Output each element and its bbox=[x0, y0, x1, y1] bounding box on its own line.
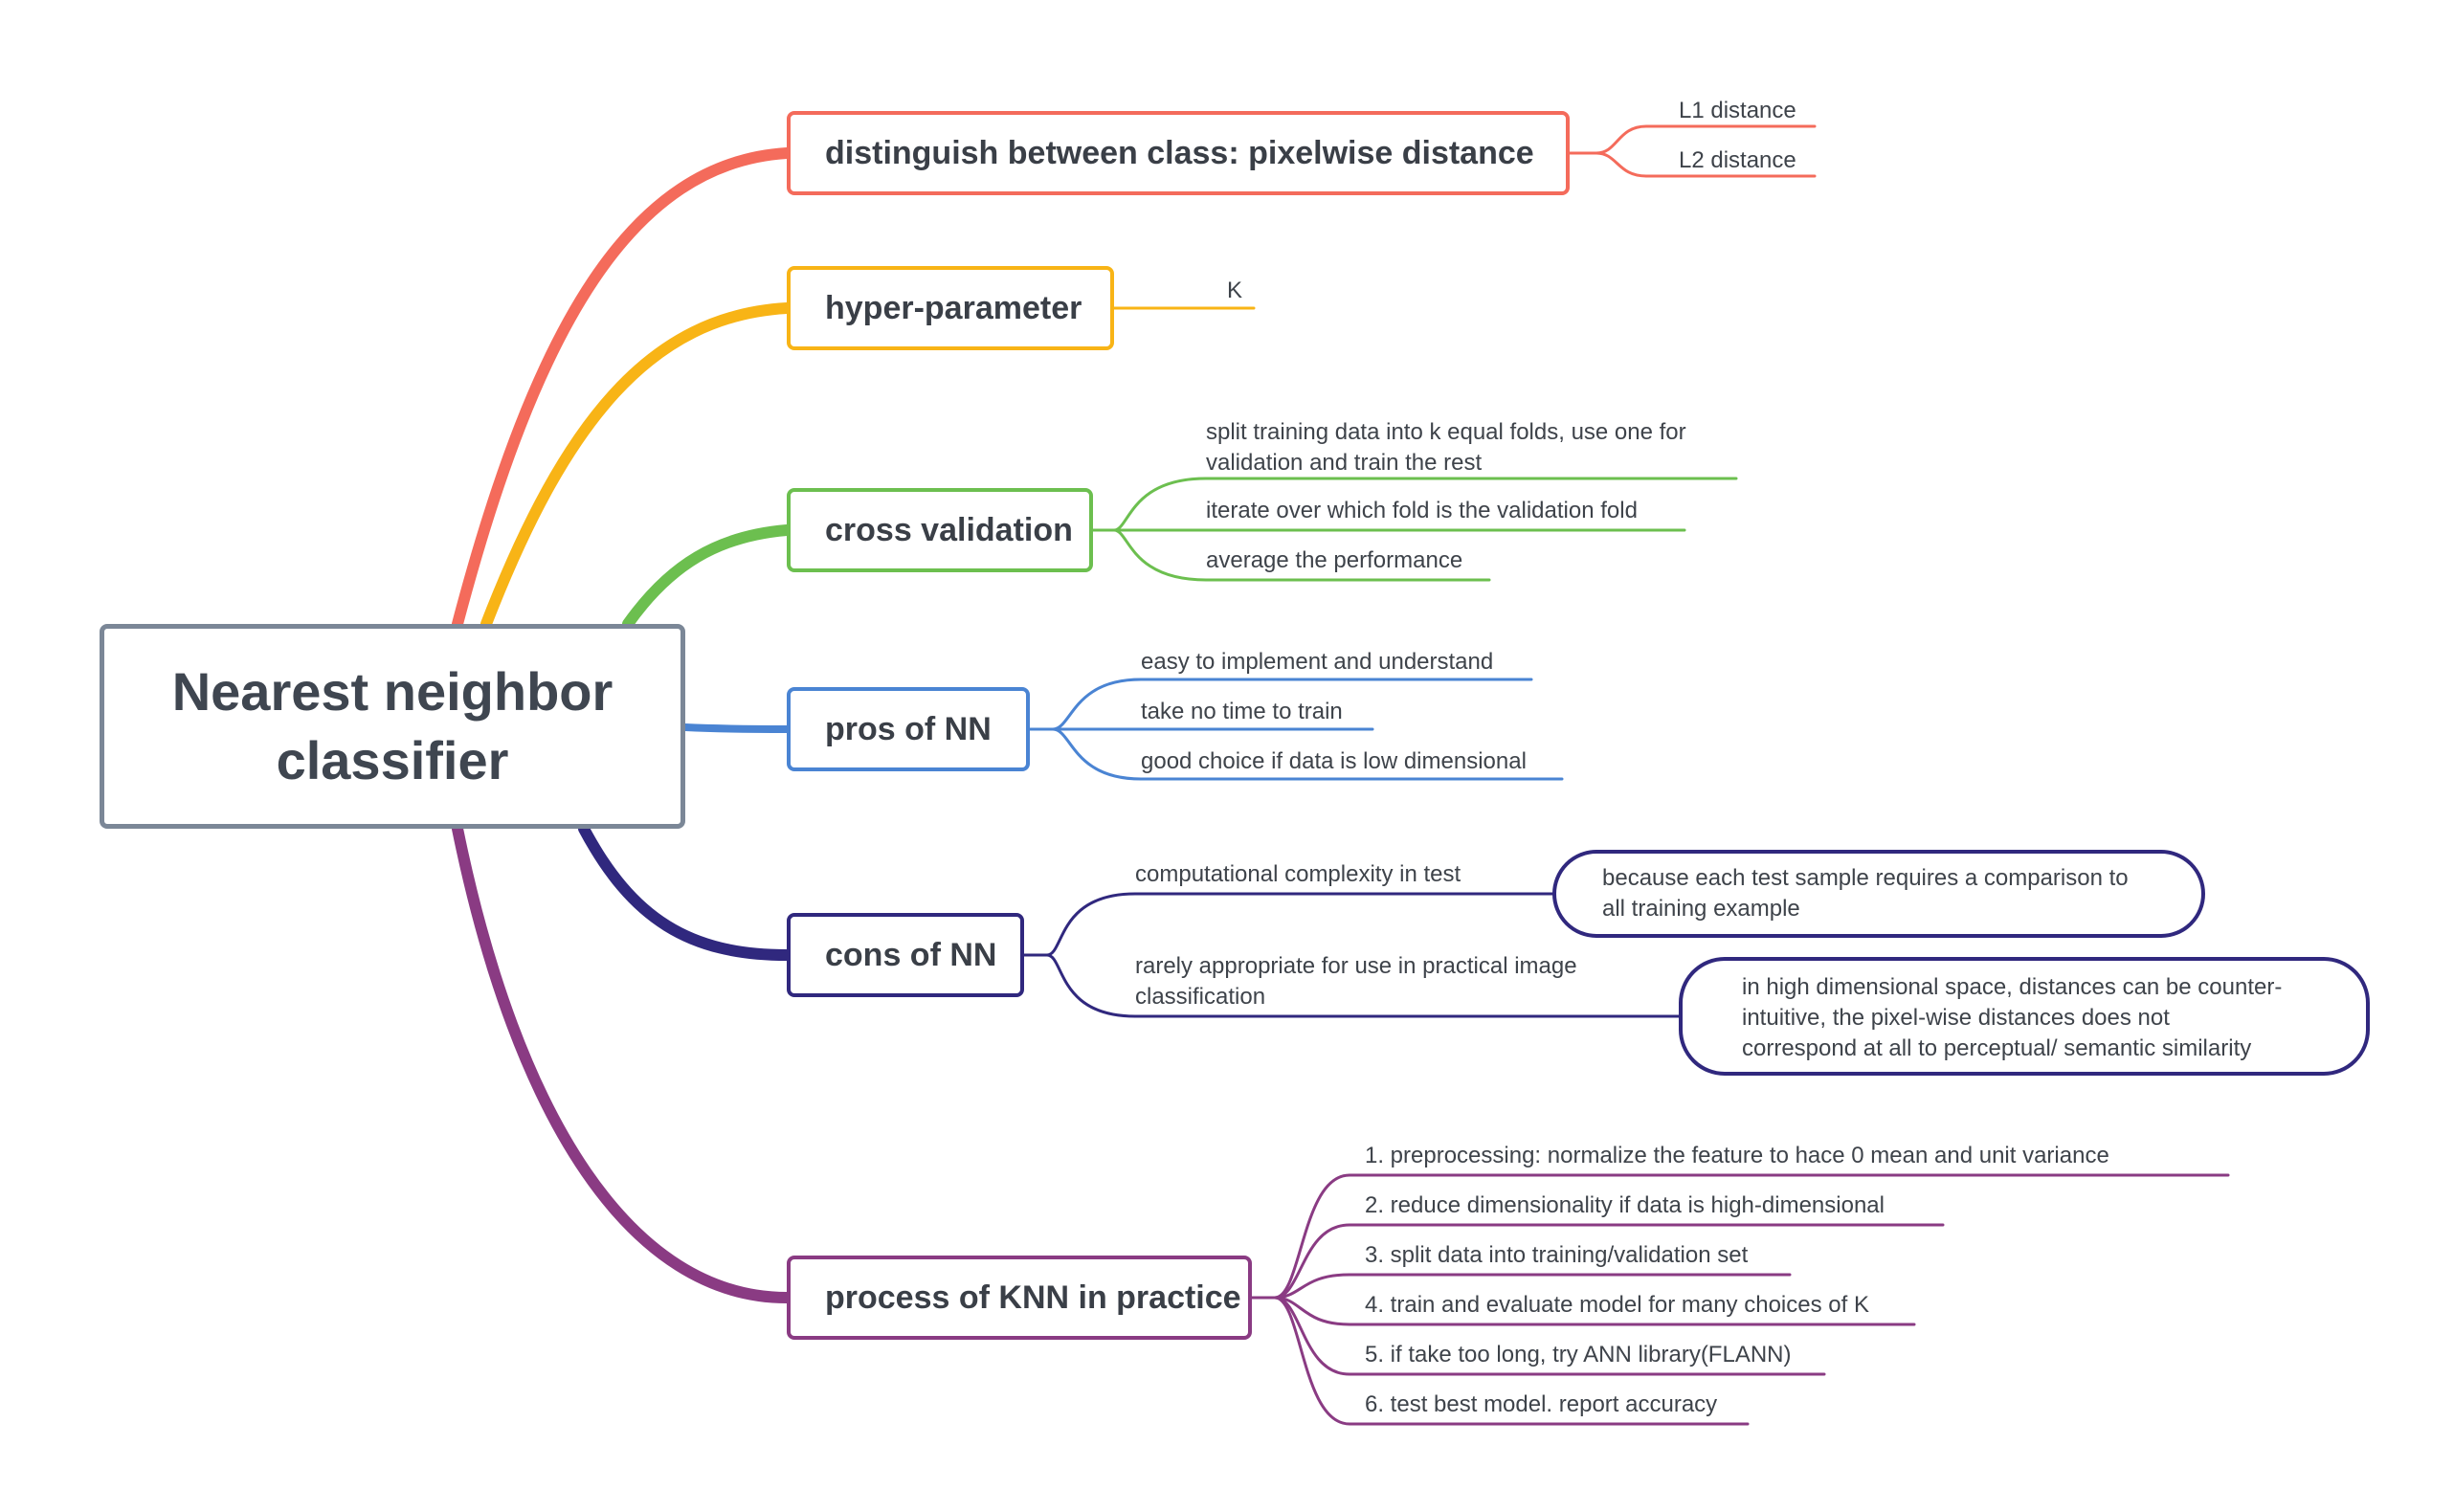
leaf-easy-to-implement[interactable]: easy to implement and understand bbox=[1141, 649, 1494, 675]
note-line: in high dimensional space, distances can… bbox=[1742, 974, 2283, 1000]
leaf-line: validation and train the rest bbox=[1206, 450, 1483, 476]
branch-label: cons of NN bbox=[825, 936, 997, 973]
note-line: correspond at all to perceptual/ semanti… bbox=[1742, 1035, 2252, 1061]
root-topic[interactable]: Nearest neighbor classifier bbox=[100, 624, 685, 829]
note-line: because each test sample requires a comp… bbox=[1602, 865, 2129, 891]
leaf-average-performance[interactable]: average the performance bbox=[1206, 547, 1463, 573]
leaf-step-5[interactable]: 5. if take too long, try ANN library(FLA… bbox=[1365, 1342, 1792, 1367]
leaf-line: split training data into k equal folds, … bbox=[1206, 419, 1686, 445]
branch-pros-of-nn[interactable]: pros of NN bbox=[787, 687, 1030, 771]
connector-leaf-average bbox=[1112, 528, 1491, 582]
leaf-low-dimensional[interactable]: good choice if data is low dimensional bbox=[1141, 748, 1527, 774]
connector-root-purple bbox=[452, 823, 792, 1303]
leaf-no-time-to-train[interactable]: take no time to train bbox=[1141, 699, 1343, 724]
root-label-line-1: Nearest neighbor bbox=[171, 661, 614, 722]
branch-label: hyper-parameter bbox=[825, 289, 1082, 326]
branch-distinguish-between-class[interactable]: distinguish between class: pixelwise dis… bbox=[787, 111, 1570, 195]
connector-root-red bbox=[452, 147, 792, 630]
connector-leaf-complexity bbox=[1022, 892, 1554, 957]
leaf-step-1[interactable]: 1. preprocessing: normalize the feature … bbox=[1365, 1143, 2109, 1168]
leaf-step-4[interactable]: 4. train and evaluate model for many cho… bbox=[1365, 1292, 1869, 1318]
branch-hyper-parameter[interactable]: hyper-parameter bbox=[787, 266, 1114, 350]
connector-root-green bbox=[622, 524, 792, 630]
connector-leaf-rarely bbox=[1045, 953, 1681, 1018]
branch-label: distinguish between class: pixelwise dis… bbox=[825, 134, 1534, 171]
connector-leaf-lowdim bbox=[1051, 727, 1564, 781]
branch-cross-validation[interactable]: cross validation bbox=[787, 488, 1093, 572]
leaf-l2-distance[interactable]: L2 distance bbox=[1679, 147, 1796, 173]
root-label-line-2: classifier bbox=[276, 730, 509, 790]
leaf-iterate-over-folds[interactable]: iterate over which fold is the validatio… bbox=[1206, 498, 1638, 523]
note-line: all training example bbox=[1602, 896, 1800, 922]
connector-leaf-step-6 bbox=[1250, 1296, 1750, 1426]
leaf-computational-complexity[interactable]: computational complexity in test bbox=[1135, 861, 1461, 887]
leaf-step-3[interactable]: 3. split data into training/validation s… bbox=[1365, 1242, 1749, 1268]
note-line: intuitive, the pixel-wise distances does… bbox=[1742, 1005, 2170, 1031]
branch-label: process of KNN in practice bbox=[825, 1279, 1241, 1316]
connector-root-yellow bbox=[480, 302, 792, 630]
branch-cons-of-nn[interactable]: cons of NN bbox=[787, 913, 1024, 997]
leaf-l1-distance[interactable]: L1 distance bbox=[1679, 98, 1796, 123]
leaf-line: rarely appropriate for use in practical … bbox=[1135, 953, 1577, 979]
leaf-step-2[interactable]: 2. reduce dimensionality if data is high… bbox=[1365, 1192, 1885, 1218]
leaf-split-training-data[interactable]: split training data into k equal folds, … bbox=[1206, 417, 1686, 478]
note-high-dimensional-space[interactable]: in high dimensional space, distances can… bbox=[1679, 957, 2370, 1076]
leaf-line: classification bbox=[1135, 984, 1266, 1010]
branch-process-of-knn[interactable]: process of KNN in practice bbox=[787, 1256, 1252, 1340]
connector-root-blue bbox=[681, 723, 791, 733]
leaf-rarely-appropriate[interactable]: rarely appropriate for use in practical … bbox=[1135, 951, 1577, 1012]
connector-leaf-l2 bbox=[1595, 151, 1817, 178]
branch-label: pros of NN bbox=[825, 710, 992, 747]
leaf-k[interactable]: K bbox=[1227, 278, 1243, 303]
branch-label: cross validation bbox=[825, 511, 1073, 548]
leaf-step-6[interactable]: 6. test best model. report accuracy bbox=[1365, 1391, 1718, 1417]
connector-root-navy bbox=[578, 823, 792, 961]
note-comparison-to-training[interactable]: because each test sample requires a comp… bbox=[1552, 850, 2205, 938]
